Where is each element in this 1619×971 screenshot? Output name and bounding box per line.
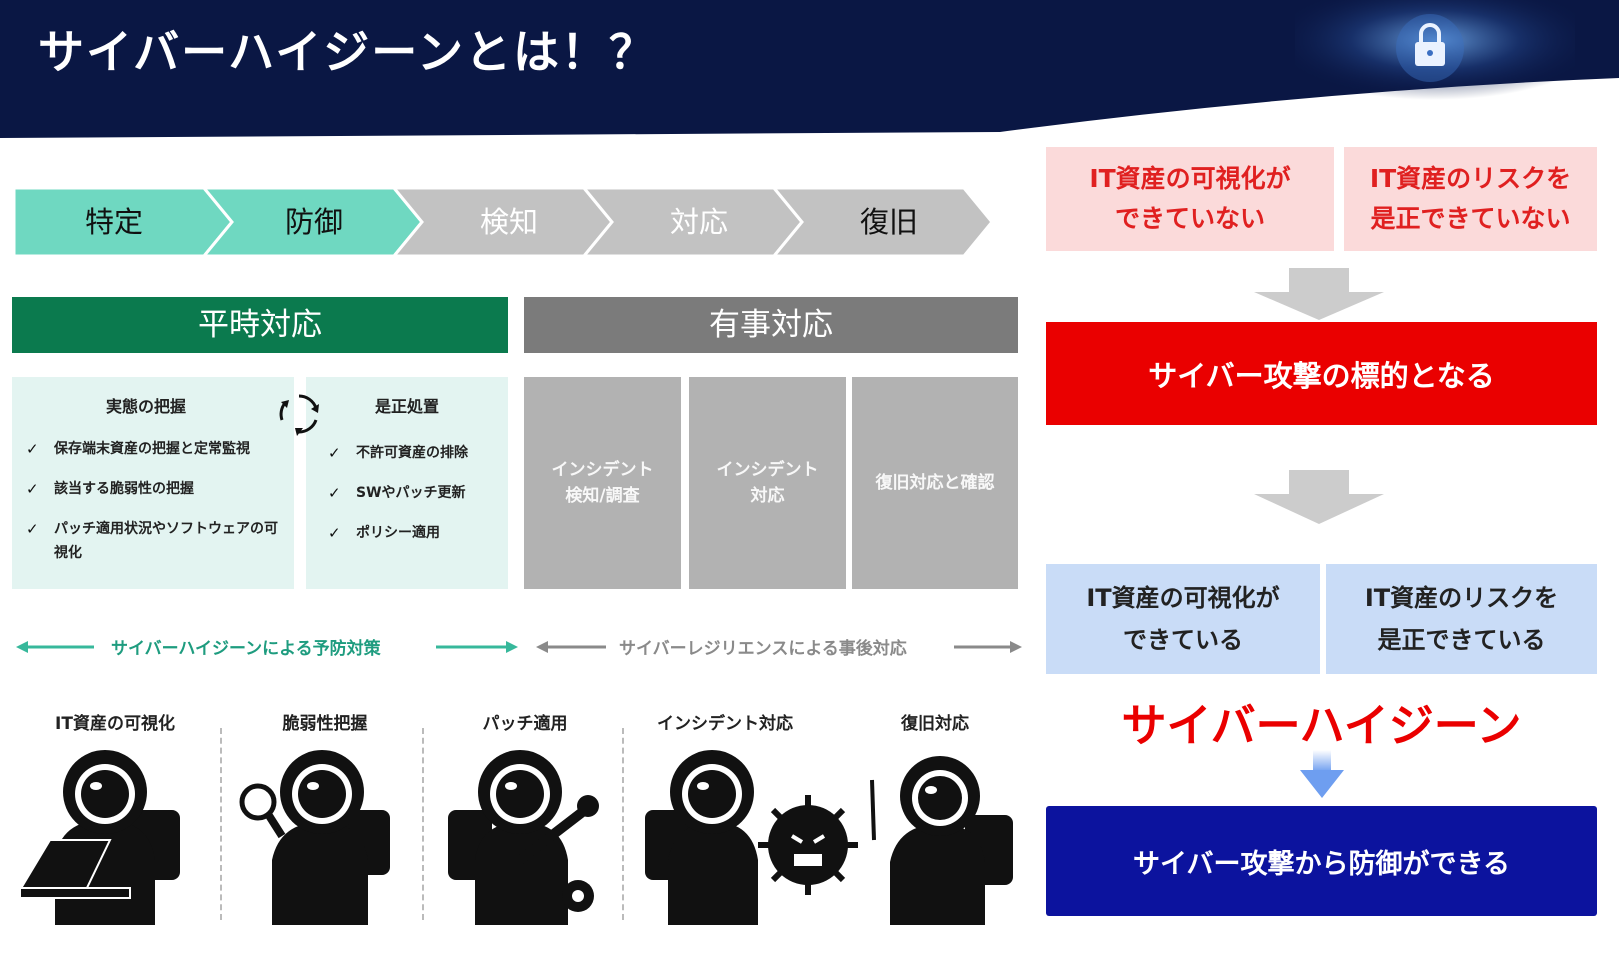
down-arrow-icon	[1254, 470, 1384, 524]
prevention-arrow-line	[16, 641, 518, 653]
down-arrow-icon	[1254, 268, 1384, 320]
icon-label-visualize: IT資産の可視化	[55, 714, 175, 734]
correction-heading: 是正処置	[374, 397, 439, 416]
emergency-band: 有事対応	[524, 297, 1018, 353]
virus-icon	[758, 795, 858, 895]
list-item: ✓該当する脆弱性の把握	[26, 477, 288, 501]
incident-detect-box: インシデント 検知/調査	[524, 377, 681, 589]
situation-list: ✓保存端末資産の把握と定常監視 ✓該当する脆弱性の把握 ✓パッチ適用状況やソフト…	[26, 437, 288, 581]
list-item: ✓パッチ適用状況やソフトウェアの可視化	[26, 517, 288, 565]
icon-label-vulnerability: 脆弱性把握	[282, 714, 368, 734]
blue-down-arrow-icon	[1300, 750, 1344, 798]
phase-chevron-row: 特定 防御 検知 対応 復旧	[12, 186, 1014, 258]
check-icon: ✓	[328, 484, 341, 502]
solution-risk-box: IT資産のリスクを 是正できている	[1326, 564, 1597, 674]
astronaut-laptop-icon	[18, 750, 180, 925]
list-item: ✓不許可資産の排除	[328, 441, 504, 465]
problem-risk-box: IT資産のリスクを 是正できていない	[1344, 147, 1597, 251]
defense-result-bar: サイバー攻撃から防御ができる	[1046, 806, 1597, 916]
astronaut-magnifier-icon	[239, 750, 390, 925]
incident-respond-box: インシデント 対応	[689, 377, 846, 589]
phase-label-identify: 特定	[84, 205, 143, 239]
padlock-icon	[1396, 14, 1464, 82]
problem-visibility-box: IT資産の可視化が できていない	[1046, 147, 1334, 251]
prevention-arrow: サイバーハイジーンによる予防対策	[14, 632, 520, 662]
resilience-arrow-line	[536, 641, 1022, 653]
separator	[622, 728, 624, 920]
correction-panel: 是正処置 ✓不許可資産の排除 ✓SWやパッチ更新 ✓ポリシー適用	[306, 377, 508, 589]
correction-list: ✓不許可資産の排除 ✓SWやパッチ更新 ✓ポリシー適用	[328, 441, 504, 561]
check-icon: ✓	[26, 520, 39, 538]
astronaut-wrench-icon	[448, 750, 599, 925]
solution-visibility-box: IT資産の可視化が できている	[1046, 564, 1320, 674]
header: サイバーハイジーンとは！？	[0, 0, 1619, 140]
recovery-box: 復旧対応と確認	[852, 377, 1018, 589]
resilience-arrow: サイバーレジリエンスによる事後対応	[534, 632, 1024, 662]
phase-label-protect: 防御	[284, 205, 343, 239]
list-item: ✓保存端末資産の把握と定常監視	[26, 437, 288, 461]
target-of-attack-bar: サイバー攻撃の標的となる	[1046, 322, 1597, 425]
icon-label-patch: パッチ適用	[482, 714, 568, 734]
astronaut-recovery-icon	[870, 756, 1013, 925]
situation-heading: 実態の把握	[105, 397, 186, 416]
separator	[220, 728, 222, 920]
check-icon: ✓	[26, 480, 39, 498]
separator	[422, 728, 424, 920]
list-item: ✓SWやパッチ更新	[328, 481, 504, 505]
list-item: ✓ポリシー適用	[328, 521, 504, 545]
phase-chevrons-graphic	[12, 186, 994, 258]
cycle-arrows-icon	[279, 394, 319, 436]
check-icon: ✓	[328, 444, 341, 462]
situation-panel: 実態の把握 ✓保存端末資産の把握と定常監視 ✓該当する脆弱性の把握 ✓パッチ適用…	[12, 377, 294, 589]
check-icon: ✓	[328, 524, 341, 542]
peacetime-band: 平時対応	[12, 297, 508, 353]
phase-label-respond: 対応	[669, 205, 728, 239]
cyber-hygiene-title: サイバーハイジーン	[1121, 699, 1522, 752]
astronaut-illustrations	[18, 750, 1013, 925]
icon-label-recovery: 復旧対応	[901, 714, 969, 734]
page-title: サイバーハイジーンとは！？	[38, 25, 657, 79]
phase-label-recover: 復旧	[859, 205, 918, 239]
resilience-label: サイバーレジリエンスによる事後対応	[619, 639, 907, 659]
icon-label-incident: インシデント対応	[657, 714, 793, 734]
astronaut-incident-icon	[645, 750, 758, 925]
prevention-label: サイバーハイジーンによる予防対策	[111, 639, 381, 659]
phase-label-detect: 検知	[479, 205, 538, 239]
check-icon: ✓	[26, 440, 39, 458]
